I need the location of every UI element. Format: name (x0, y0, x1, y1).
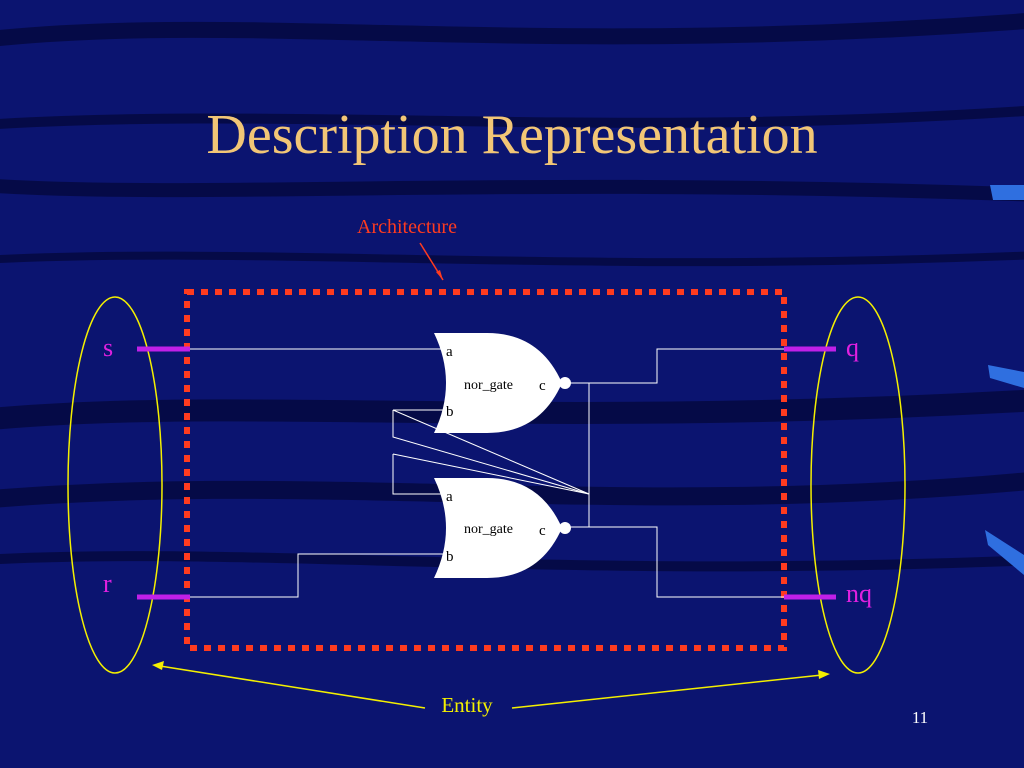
nor-gate-1-bubble (559, 377, 571, 389)
background-stripe (0, 551, 1024, 572)
wire-gate2-c-to-nq (570, 526, 784, 598)
nor-gate-2-body (434, 478, 562, 578)
architecture-boundary (184, 289, 787, 651)
background-stripe (0, 106, 1024, 129)
wire-cross-segment (392, 453, 590, 495)
entity-ellipse-right (810, 296, 906, 674)
architecture-label: Architecture (357, 216, 457, 238)
edge-accent (988, 365, 1024, 388)
port-r-label: r (103, 569, 112, 598)
wire-cross-to-gate2-a (392, 454, 445, 495)
background-stripe (0, 389, 1024, 430)
entity-arrow-left (159, 665, 426, 709)
nor-gate-2-bubble (559, 522, 571, 534)
port-q-label: q (846, 333, 859, 362)
entity-arrowhead-right (818, 670, 830, 679)
nor-gate-1-output-c: c (539, 378, 546, 394)
wire-r-to-gate2-b (190, 553, 445, 598)
entity-label: Entity (441, 693, 493, 717)
nor-gate-1-input-b: b (446, 404, 454, 420)
nor-gate-1-input-a: a (446, 344, 453, 360)
architecture-pointer-arrowhead (436, 270, 443, 280)
port-s-label: s (103, 333, 113, 362)
slide-title: Description Representation (206, 104, 818, 166)
wire-gate2-c-feedback (392, 409, 590, 527)
nor-gate-1-name: nor_gate (464, 378, 513, 393)
page-number: 11 (911, 708, 929, 727)
background-stripe (0, 251, 1024, 267)
background-stripe (0, 13, 1024, 46)
nor-gate-1-body (434, 333, 562, 433)
entity-arrowhead-left (152, 661, 164, 670)
entity-arrow-right (511, 674, 823, 709)
port-nq-label: nq (846, 579, 872, 608)
nor-gate-2-output-c: c (539, 523, 546, 539)
background-stripe (0, 179, 1024, 202)
edge-accent (985, 530, 1024, 575)
nor-gate-2-input-b: b (446, 549, 454, 565)
edge-accent (990, 185, 1024, 200)
wire-gate1-c-to-q (570, 348, 784, 384)
nor-gate-2-name: nor_gate (464, 522, 513, 537)
nor-gate-2-input-a: a (446, 489, 453, 505)
entity-ellipse-left (67, 296, 163, 674)
wire-gate1-feedback-to-gate2-a (392, 410, 590, 495)
